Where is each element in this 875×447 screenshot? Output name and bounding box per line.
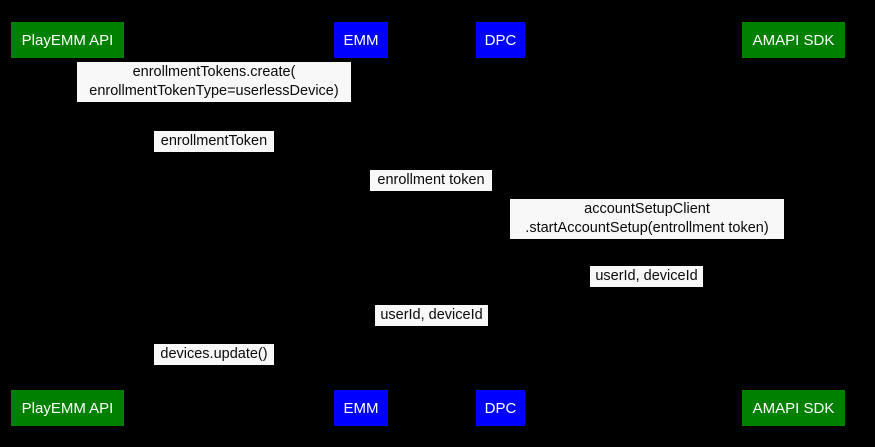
participant-playemm-api-top[interactable]: PlayEMM API bbox=[11, 22, 124, 58]
arrow-head-message-7 bbox=[67, 366, 75, 374]
participant-label: DPC bbox=[484, 399, 517, 417]
arrow-head-message-5 bbox=[500, 288, 508, 296]
arrow-message-2 bbox=[67, 157, 361, 158]
message-label-account-setup-client: accountSetupClient .startAccountSetup(en… bbox=[510, 199, 784, 239]
arrow-head-message-6 bbox=[361, 327, 369, 335]
participant-dpc-top[interactable]: DPC bbox=[476, 22, 525, 58]
participant-label: AMAPI SDK bbox=[752, 399, 835, 417]
message-label-devices-update: devices.update() bbox=[154, 344, 274, 365]
participant-emm-top[interactable]: EMM bbox=[334, 22, 388, 58]
lifeline-emm bbox=[361, 58, 362, 389]
lifeline-playemm-api bbox=[67, 58, 68, 389]
participant-label: EMM bbox=[343, 399, 379, 417]
participant-playemm-api-bottom[interactable]: PlayEMM API bbox=[11, 390, 124, 426]
lifeline-dpc bbox=[500, 58, 501, 389]
arrow-message-3 bbox=[361, 196, 500, 197]
participant-label: PlayEMM API bbox=[21, 399, 114, 417]
arrow-head-message-3 bbox=[492, 192, 500, 200]
lifeline-amapi-sdk bbox=[793, 58, 794, 389]
message-label-enrollment-token: enrollment token bbox=[370, 170, 492, 191]
participant-amapi-sdk-bottom[interactable]: AMAPI SDK bbox=[742, 390, 845, 426]
participant-label: PlayEMM API bbox=[21, 31, 114, 49]
arrow-message-4 bbox=[500, 244, 793, 245]
message-label-userid-deviceid-dpc-to-emm: userId, deviceId bbox=[375, 305, 488, 326]
participant-amapi-sdk-top[interactable]: AMAPI SDK bbox=[742, 22, 845, 58]
arrow-message-5 bbox=[500, 292, 793, 293]
arrow-message-6 bbox=[361, 331, 500, 332]
arrow-head-message-2 bbox=[353, 153, 361, 161]
participant-label: DPC bbox=[484, 31, 517, 49]
arrow-message-7 bbox=[67, 370, 361, 371]
participant-label: EMM bbox=[343, 31, 379, 49]
arrow-head-message-4 bbox=[785, 240, 793, 248]
participant-dpc-bottom[interactable]: DPC bbox=[476, 390, 525, 426]
message-label-enrollment-token-camel: enrollmentToken bbox=[154, 131, 274, 152]
message-label-enrollment-tokens-create: enrollmentTokens.create( enrollmentToken… bbox=[77, 62, 351, 102]
participant-label: AMAPI SDK bbox=[752, 31, 835, 49]
participant-emm-bottom[interactable]: EMM bbox=[334, 390, 388, 426]
message-label-userid-deviceid-sdk-to-dpc: userId, deviceId bbox=[590, 266, 703, 287]
arrow-head-message-1 bbox=[67, 96, 75, 104]
